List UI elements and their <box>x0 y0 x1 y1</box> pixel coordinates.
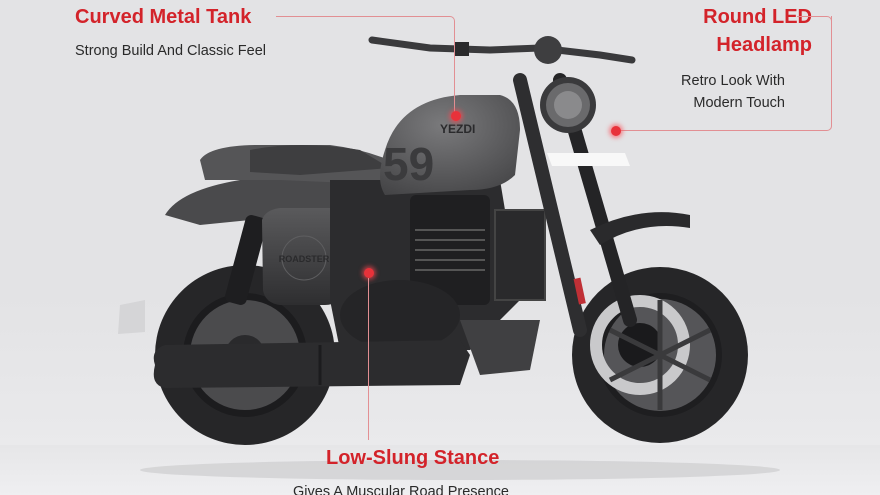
tank-brand-logo: YEZDI <box>440 122 475 136</box>
headlamp-desc-line2: Modern Touch <box>693 95 785 111</box>
headlamp-callout-description: Retro Look With Modern Touch <box>681 70 785 114</box>
stance-hotspot-dot[interactable] <box>364 268 374 278</box>
stance-callout-title: Low-Slung Stance <box>326 447 500 469</box>
stance-callout-line <box>368 278 369 440</box>
headlamp-callout-line-lower <box>620 16 832 131</box>
tank-hotspot-dot[interactable] <box>451 111 461 121</box>
headlamp-title-line2: Headlamp <box>716 34 812 56</box>
headlamp-hotspot-dot[interactable] <box>611 126 621 136</box>
tank-callout-line <box>276 16 455 117</box>
side-panel-label: ROADSTER <box>279 254 330 264</box>
tank-callout-title: Curved Metal Tank <box>75 6 252 28</box>
tank-number: 59 <box>383 138 434 190</box>
stance-callout-description: Gives A Muscular Road Presence <box>293 484 509 495</box>
tank-callout-description: Strong Build And Classic Feel <box>75 43 267 59</box>
headlamp-callout-line-upper <box>797 16 832 23</box>
front-wheel <box>572 267 748 443</box>
headlamp-desc-line1: Retro Look With <box>681 73 785 89</box>
headlamp-title-line1: Round LED <box>703 6 812 28</box>
headlamp-callout-title: Round LED Headlamp <box>703 3 812 59</box>
